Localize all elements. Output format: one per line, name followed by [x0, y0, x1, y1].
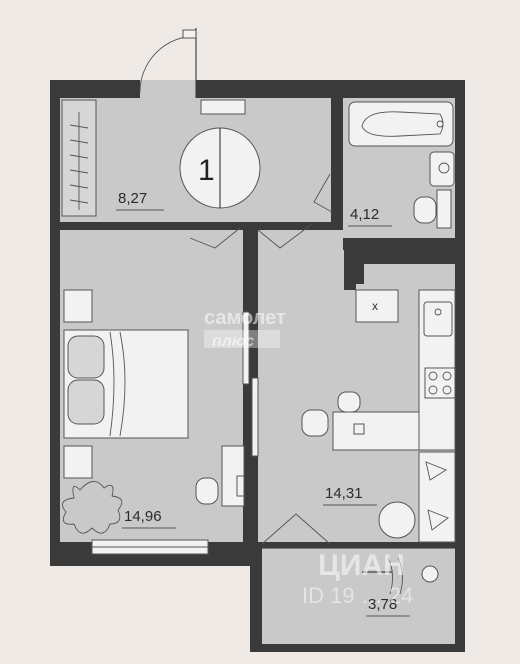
balcony-furniture [262, 547, 455, 595]
houseplant [61, 481, 123, 534]
utility-niche-floor [364, 264, 455, 284]
balcony-floor [262, 548, 455, 644]
nightstand-bottom [63, 445, 93, 479]
kitchen-chair-1 [337, 391, 361, 413]
bathroom-fixtures [348, 101, 455, 229]
kitchen-chair-2 [301, 409, 329, 437]
wall-cabinet [355, 289, 399, 323]
sliding-door[interactable] [242, 311, 259, 457]
desk-chair [195, 477, 219, 505]
wardrobe [61, 99, 97, 217]
nightstand-top [63, 289, 93, 323]
room-count-number: 1 [198, 154, 215, 187]
wall-cabinet-mark: x [372, 299, 378, 313]
kitchen-furniture: x [261, 289, 456, 545]
brand-watermark-line1: самолет [204, 307, 286, 329]
cian-watermark: ЦИАН [318, 549, 405, 582]
hallway-doors[interactable] [189, 173, 333, 249]
kitchen-area-label: 14,31 [325, 485, 363, 502]
toilet [413, 196, 437, 224]
coffee-table [378, 501, 416, 539]
entrance-door[interactable] [139, 28, 197, 98]
room-count-badge: 1 [179, 127, 261, 209]
kitchen-floor-upper [258, 230, 344, 290]
washbasin [429, 151, 455, 187]
kitchen-balcony-door[interactable] [261, 513, 331, 545]
listing-id-watermark: ID 19 … 24 [302, 583, 413, 608]
sofa [418, 451, 456, 543]
area-labels: 8,27 4,12 14,96 14,31 3,78 [116, 190, 410, 617]
bathroom-area-label: 4,12 [350, 206, 379, 223]
internal-walls [60, 98, 455, 544]
watermarks: самолет плюс ЦИАН ID 19 … 24 [204, 307, 413, 608]
bedroom-furniture [61, 289, 245, 555]
bedroom-area-label: 14,96 [124, 508, 162, 525]
hallway-bench [200, 99, 246, 115]
brand-watermark-line2: плюс [212, 333, 254, 350]
stove [424, 367, 456, 399]
kitchen-table [332, 411, 420, 451]
kitchen-sink [423, 301, 453, 337]
balcony-area-label: 3,78 [368, 596, 397, 613]
hallway-area-label: 8,27 [118, 190, 147, 207]
